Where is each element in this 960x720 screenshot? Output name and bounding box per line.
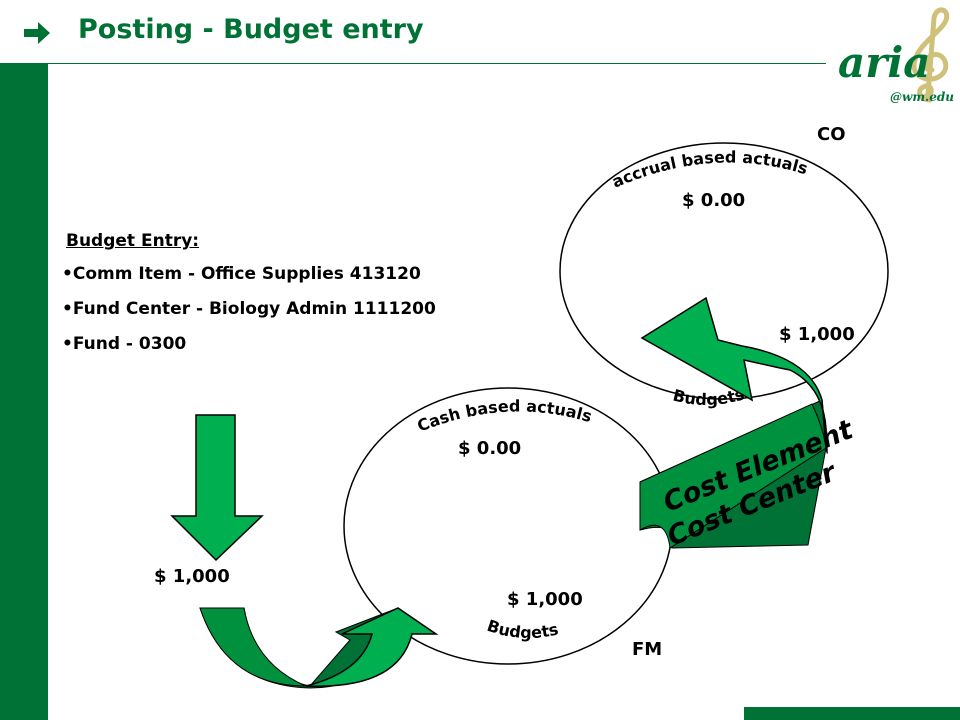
page-title: Posting - Budget entry	[78, 14, 424, 45]
aria-logo: aria @wm.edu	[830, 4, 958, 116]
fm-label: FM	[632, 639, 663, 660]
list-item: Fund - 0300	[62, 334, 436, 369]
title-divider	[0, 63, 826, 64]
co-actuals-amount: $ 0.00	[682, 190, 746, 211]
list-item: Fund Center - Biology Admin 1111200	[62, 299, 436, 334]
transfer-band-face	[639, 403, 827, 549]
fm-actuals-amount: $ 0.00	[458, 438, 522, 459]
arrow-right-icon	[24, 22, 50, 44]
treble-clef-icon	[911, 7, 950, 103]
entry-amount: $ 1,000	[154, 566, 230, 587]
fm-budget-amount: $ 1,000	[507, 589, 583, 610]
budget-entry-list: Comm Item - Office Supplies 413120 Fund …	[62, 264, 436, 369]
co-ledger-ellipse	[559, 142, 889, 400]
co-label: CO	[817, 124, 846, 145]
curved-arrow-band-face	[199, 607, 307, 687]
bottom-accent-bar	[744, 707, 960, 720]
curved-arrow-to-fm	[305, 607, 439, 687]
logo-domain: @wm.edu	[890, 90, 954, 104]
logo-wordmark: aria	[838, 38, 931, 87]
co-budget-amount: $ 1,000	[779, 324, 855, 345]
left-accent-bar	[0, 64, 48, 720]
curved-arrow-to-co	[640, 296, 828, 449]
down-arrow-budget-entry	[170, 414, 264, 562]
budget-entry-heading: Budget Entry:	[66, 231, 200, 251]
list-item: Comm Item - Office Supplies 413120	[62, 264, 436, 299]
